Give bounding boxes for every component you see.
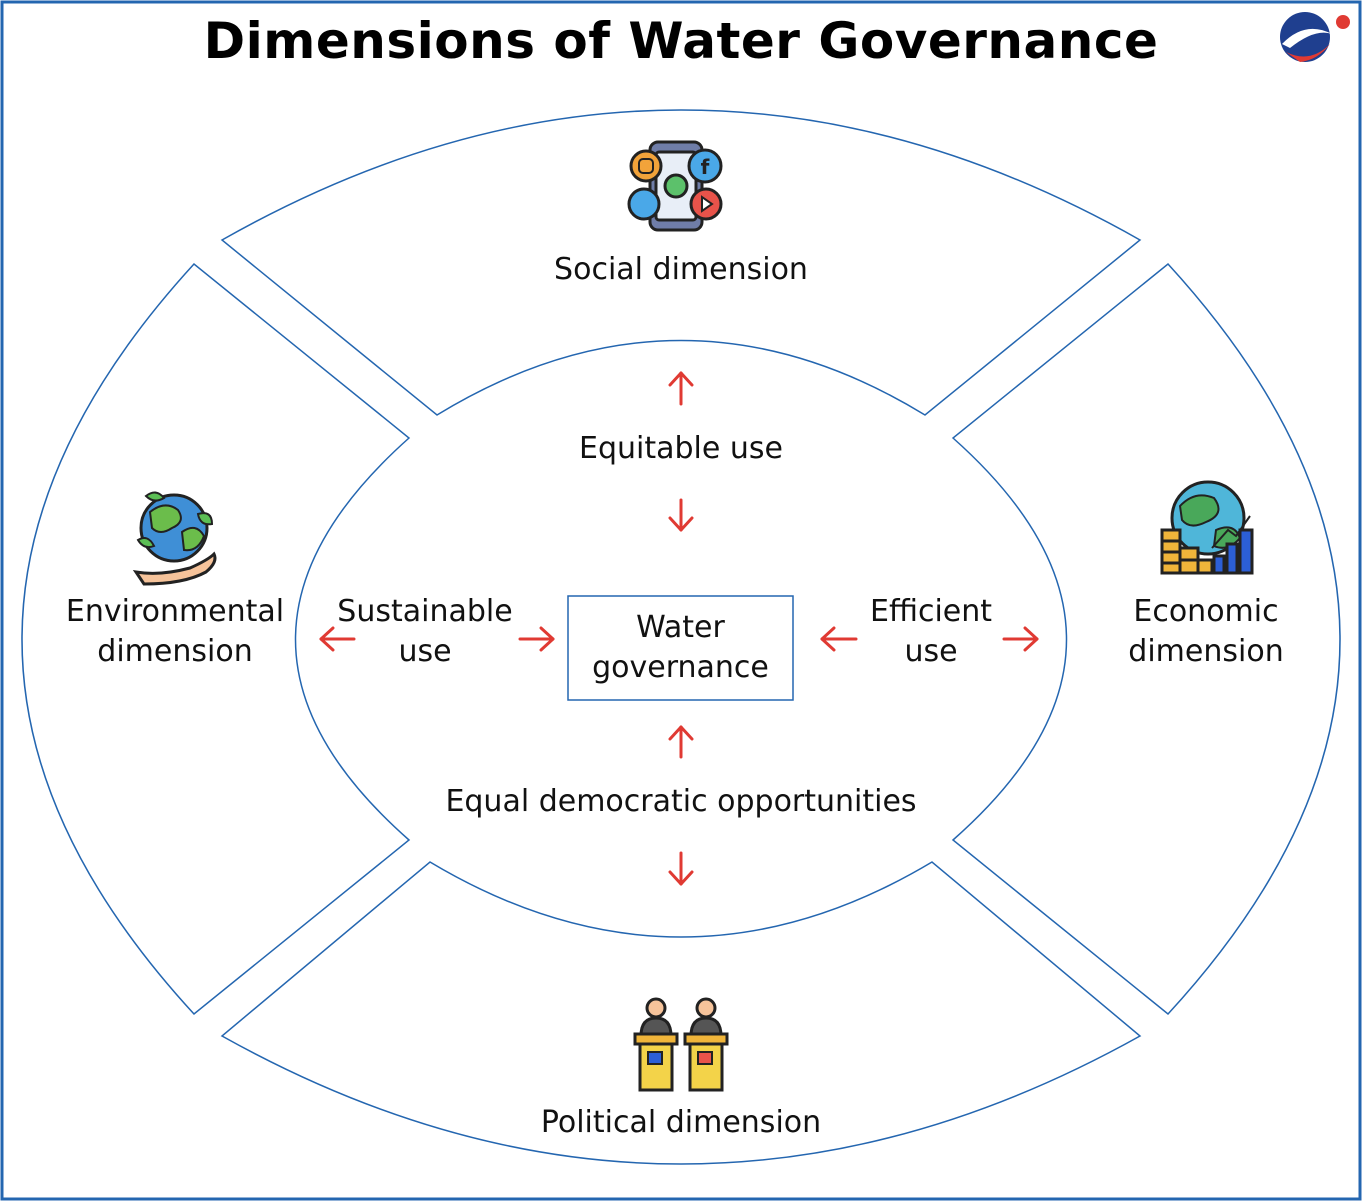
arrow-right-center-left — [518, 626, 555, 652]
arrow-up-center-bottom — [668, 725, 694, 759]
inner-label-right: Efficient use — [846, 592, 1016, 672]
outer-label-left: Environmental dimension — [40, 592, 310, 672]
globe-coins-growth-chart-icon — [1160, 480, 1254, 575]
outer-label-right-line2: dimension — [1128, 634, 1284, 669]
outer-label-left-line2: dimension — [97, 634, 253, 669]
arrow-down-political — [668, 851, 694, 886]
inner-label-left-line2: use — [398, 634, 452, 669]
page-title: Dimensions of Water Governance — [203, 12, 1159, 70]
outer-label-right-line1: Economic — [1133, 594, 1279, 629]
outer-label-left-line1: Environmental — [65, 594, 285, 629]
center-label-line2: governance — [592, 650, 769, 685]
center-label-line1: Water — [636, 610, 725, 645]
segment-bottom — [220, 861, 1142, 1165]
center-label: Water governance — [568, 608, 793, 688]
inner-label-right-line2: use — [904, 634, 958, 669]
outer-label-bottom: Political dimension — [540, 1105, 822, 1140]
politicians-podium-icon — [633, 997, 729, 1092]
earth-in-hand-icon — [132, 491, 217, 586]
arrow-left-environmental — [319, 626, 356, 652]
center-box — [567, 595, 794, 701]
inner-label-left: Sustainable use — [320, 592, 530, 672]
inner-label-top: Equitable use — [579, 431, 783, 466]
arrow-left-center-right — [820, 626, 858, 652]
arrow-right-economic — [1002, 626, 1039, 652]
arrow-up-social — [668, 371, 694, 406]
segment-right — [951, 262, 1341, 1016]
segment-left — [21, 262, 411, 1016]
outer-label-right: Economic dimension — [1086, 592, 1326, 672]
inner-label-right-line1: Efficient — [869, 594, 993, 629]
brand-logo-icon — [1280, 12, 1350, 62]
inner-label-bottom: Equal democratic opportunities — [445, 784, 917, 819]
arrow-down-center-top — [668, 498, 694, 532]
smartphone-social-media-icon: f — [627, 140, 723, 232]
svg-text:f: f — [701, 155, 710, 179]
segment-top — [220, 109, 1142, 416]
outer-label-top: Social dimension — [554, 252, 808, 287]
inner-label-left-line1: Sustainable — [337, 594, 513, 629]
